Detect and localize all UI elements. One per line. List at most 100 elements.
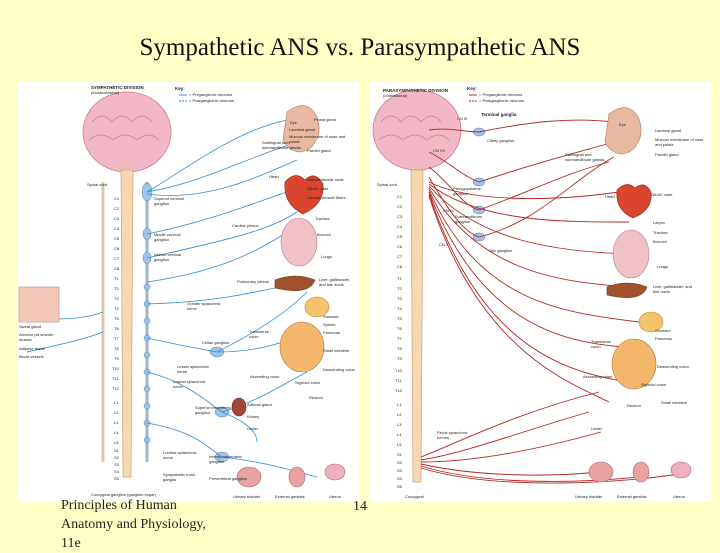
segment-label: C4 bbox=[114, 226, 120, 231]
segment-label: C2 bbox=[114, 206, 120, 211]
slide-title: Sympathetic ANS vs. Parasympathetic ANS bbox=[139, 34, 581, 61]
cranial-nerve-label: CN IX bbox=[443, 208, 454, 213]
key-preganglionic: = Preganglionic neurons bbox=[189, 92, 233, 97]
trachea-label: Trachea bbox=[653, 230, 668, 235]
key-postganglionic: = Postganglionic neurons bbox=[189, 98, 235, 103]
segment-label: C7 bbox=[397, 254, 403, 259]
segment-label: S5 bbox=[397, 484, 402, 489]
stomach-illustration bbox=[304, 296, 330, 318]
head-illustration bbox=[282, 105, 320, 153]
coccygeal-label: Coccygeal bbox=[405, 494, 424, 499]
segment-label: C8 bbox=[114, 266, 120, 271]
rectum-label: Rectum bbox=[309, 395, 323, 400]
sigmoid-colon-label: Sigmoid colon bbox=[641, 382, 667, 387]
eye-label: Eye bbox=[290, 120, 297, 125]
segment-label: T6 bbox=[114, 326, 119, 331]
segment-label: T1 bbox=[397, 276, 402, 281]
lungs-label: Lungs bbox=[657, 264, 668, 269]
segment-label: S1 bbox=[397, 452, 402, 457]
page-number: 14 bbox=[353, 499, 367, 514]
spinal-cord-illustration bbox=[410, 169, 424, 483]
bronchi-label: Bronchi bbox=[653, 239, 667, 244]
sympathetic-diagram: SYMPATHETIC DIVISION (thoracolumbar) Key… bbox=[17, 82, 359, 502]
segment-label: L1 bbox=[114, 400, 119, 405]
lungs-label: Lungs bbox=[321, 254, 332, 259]
small-intestine-label: Small intestine bbox=[661, 400, 688, 405]
segment-label: L3 bbox=[397, 422, 402, 427]
segment-label: T9 bbox=[397, 356, 402, 361]
segment-label: C5 bbox=[114, 236, 120, 241]
segment-label: S5 bbox=[114, 476, 119, 481]
arrector-label: Arrector pili smooth muscle bbox=[19, 332, 54, 342]
segment-label: L5 bbox=[397, 442, 402, 447]
sympathetic-illustration bbox=[18, 91, 346, 488]
uterus-label: Uterus bbox=[329, 494, 341, 499]
intestine-illustration bbox=[279, 321, 325, 373]
lacrimal-label: Lacrimal gland bbox=[655, 128, 682, 133]
liver-label: Liver, gallbladder, and bile ducts bbox=[653, 284, 692, 294]
division-subtitle: (thoracolumbar) bbox=[91, 90, 120, 95]
coccygeal-label: Coccygeal ganglion (ganglion impar) bbox=[91, 492, 156, 497]
key-title: Key: bbox=[467, 86, 477, 91]
segment-label: C4 bbox=[397, 224, 403, 229]
liver-label: Liver, gallbladder, and bile ducts bbox=[319, 277, 351, 287]
mucous-membrane-label: Mucous membrane of nose and palate bbox=[655, 137, 704, 147]
prevertebral-label: Prevertebral ganglion bbox=[209, 476, 248, 481]
segment-label: T2 bbox=[114, 286, 119, 291]
segment-label: L1 bbox=[397, 402, 402, 407]
brain-illustration bbox=[82, 91, 172, 173]
stomach-label: Stomach bbox=[655, 328, 671, 333]
segment-label: T11 bbox=[112, 376, 119, 381]
parasympathetic-diagram: PARASYMPATHETIC DIVISION (craniosacral) … bbox=[369, 82, 711, 502]
pterygopalatine-ganglion-label: Pterygopalatine ganglion bbox=[453, 186, 481, 196]
segment-label: T6 bbox=[397, 326, 402, 331]
larynx-label: Larynx bbox=[653, 220, 666, 225]
liver-illustration bbox=[606, 282, 648, 298]
sympathetic-trunk-label: Sympathetic trunk ganglia bbox=[163, 472, 196, 482]
key-title: Key: bbox=[175, 86, 185, 91]
cranial-nerve-label: CN X bbox=[439, 242, 449, 247]
spinal-cord-illustration bbox=[120, 169, 134, 478]
segment-label: S2 bbox=[114, 455, 119, 460]
segment-label: L2 bbox=[114, 410, 119, 415]
stomach-illustration bbox=[638, 311, 664, 333]
liver-illustration bbox=[274, 275, 316, 291]
parasympathetic-illustration bbox=[372, 89, 692, 484]
segment-label: T4 bbox=[114, 306, 119, 311]
parotid-label: Parotid gland bbox=[307, 148, 331, 153]
segment-label: T9 bbox=[114, 356, 119, 361]
celiac-ganglion-label: Celiac ganglion bbox=[202, 340, 230, 345]
skin-illustration bbox=[18, 286, 60, 323]
bladder-illustration bbox=[236, 466, 262, 488]
segment-label: L5 bbox=[114, 440, 119, 445]
adrenal-label: Adrenal gland bbox=[247, 402, 272, 407]
pineal-label: Pineal gland bbox=[314, 117, 337, 122]
ascending-colon-label: Ascending colon bbox=[583, 374, 613, 379]
bronchi-label: Bronchi bbox=[317, 232, 331, 237]
segment-label: T12 bbox=[112, 386, 119, 391]
segment-label: T5 bbox=[114, 316, 119, 321]
mucous-membrane-label: Mucous membrane of nose and palate bbox=[289, 134, 346, 144]
heart-label: Heart bbox=[269, 174, 279, 179]
submandibular-ganglion-label: Submandibular ganglion bbox=[455, 214, 482, 224]
segment-label: T3 bbox=[114, 296, 119, 301]
division-title: PARASYMPATHETIC DIVISION bbox=[383, 88, 449, 93]
lumbar-splanchnic-label: Lumbar splanchnic nerve bbox=[163, 450, 197, 460]
otic-ganglion-label: Otic ganglion bbox=[489, 248, 513, 253]
sa-node-label: SA/AV node bbox=[651, 192, 673, 197]
pancreas-label: Pancreas bbox=[323, 330, 340, 335]
key-preganglionic: = Preganglionic neurons bbox=[479, 92, 523, 97]
segment-label: T10 bbox=[395, 368, 402, 373]
segment-label: T2 bbox=[397, 286, 402, 291]
ureter-label: Ureter bbox=[247, 426, 259, 431]
stomach-label: Stomach bbox=[323, 314, 339, 319]
segment-label: T5 bbox=[397, 316, 402, 321]
parotid-label: Parotid gland bbox=[655, 152, 679, 157]
superior-cervical-ganglion-label: Superior cervical ganglion bbox=[154, 196, 184, 206]
lacrimal-label: Lacrimal gland bbox=[289, 127, 316, 132]
heart-illustration bbox=[616, 184, 652, 219]
ciliary-ganglion-label: Ciliary ganglion bbox=[487, 138, 515, 143]
segment-label: L3 bbox=[114, 420, 119, 425]
descending-colon-label: Descending colon bbox=[657, 364, 689, 369]
cardiac-muscle-label: Cardiac muscle fibers bbox=[307, 195, 346, 200]
